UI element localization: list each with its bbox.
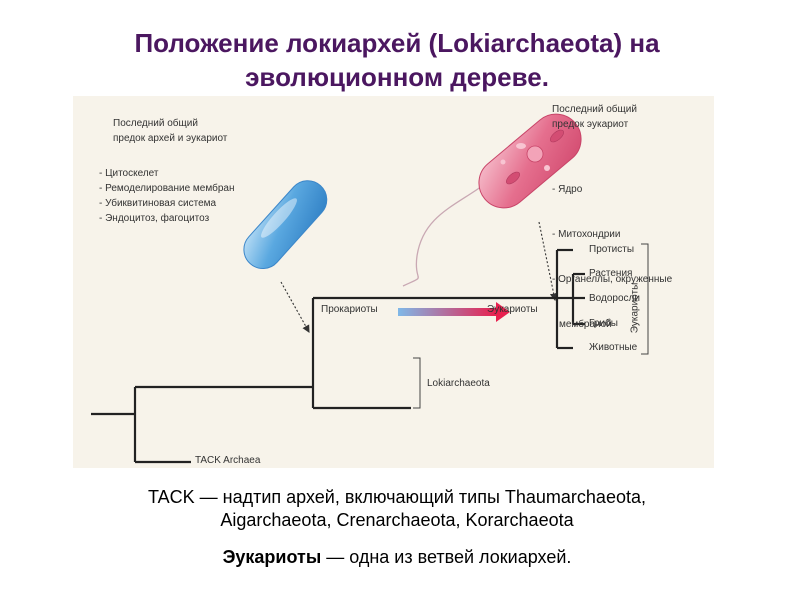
archaeon-cell-icon: [236, 173, 334, 276]
eukaryotes-caption-rest: — одна из ветвей локиархей.: [321, 547, 571, 567]
slide-title: Положение локиархей (Lokiarchaeota) на э…: [0, 26, 794, 94]
tack-caption-line-1: TACK — надтип архей, включающий типы Tha…: [0, 486, 794, 509]
eukaryotes-transition-label: Эукариоты: [487, 302, 538, 317]
tack-archaea-label: TACK Archaea: [195, 453, 260, 468]
tack-caption-line-2: Aigarchaeota, Crenarchaeota, Korarchaeot…: [0, 509, 794, 532]
lca-eukaryotes-heading: Последний общий предок эукариот: [552, 102, 637, 132]
branch-label-protists: Протисты: [589, 242, 634, 257]
evolutionary-tree-figure: Последний общий предок архей и эукариот …: [73, 96, 714, 468]
tree-branches: [91, 250, 585, 462]
lokiarchaeota-bracket: [413, 358, 420, 408]
lca-archaea-eukaryotes-features: - Цитоскелет - Ремоделирование мембран -…: [99, 166, 235, 226]
eukaryotes-caption-bold: Эукариоты: [223, 547, 322, 567]
prokaryotes-label: Прокариоты: [321, 302, 378, 317]
slide-title-line-2: эволюционном дереве.: [0, 60, 794, 94]
branch-label-fungi: Грибы: [589, 316, 618, 331]
tack-caption: TACK — надтип архей, включающий типы Tha…: [0, 486, 794, 532]
eukaryotes-caption: Эукариоты — одна из ветвей локиархей.: [0, 546, 794, 569]
slide-title-line-1: Положение локиархей (Lokiarchaeota) на: [0, 26, 794, 60]
lca-archaea-eukaryotes-heading: Последний общий предок архей и эукариот: [113, 116, 227, 146]
lokiarchaeota-label: Lokiarchaeota: [427, 376, 490, 391]
branch-label-plants: Растения: [589, 266, 632, 281]
branch-label-animals: Животные: [589, 340, 637, 355]
archaeal-ancestor-pointer: [281, 282, 309, 332]
